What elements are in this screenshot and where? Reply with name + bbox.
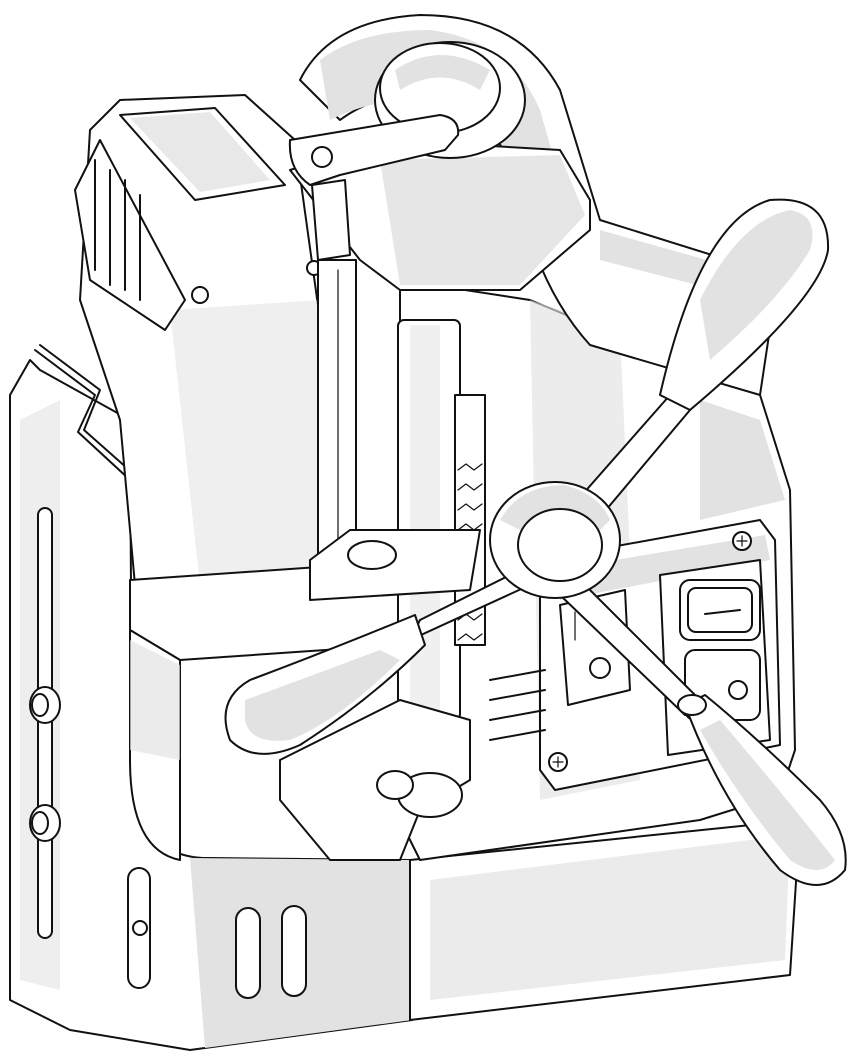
feed-hub [489, 481, 621, 599]
handle-end-ring [677, 694, 707, 716]
feed-handle-lower-right [559, 574, 847, 886]
bracket-bolt-lower [29, 804, 61, 842]
bracket-bolt-upper [29, 686, 61, 724]
panel-screw-top [732, 531, 752, 551]
gearbox-head [289, 41, 591, 291]
slide-plate [309, 529, 481, 601]
arbor-block [279, 699, 471, 861]
side-rod-inner [39, 344, 137, 477]
bracket-screw [132, 920, 148, 936]
motor-screw-left [191, 286, 209, 304]
vent-slots [489, 669, 546, 741]
gear-lever [288, 114, 460, 261]
panel-screw-bottom [548, 752, 568, 772]
